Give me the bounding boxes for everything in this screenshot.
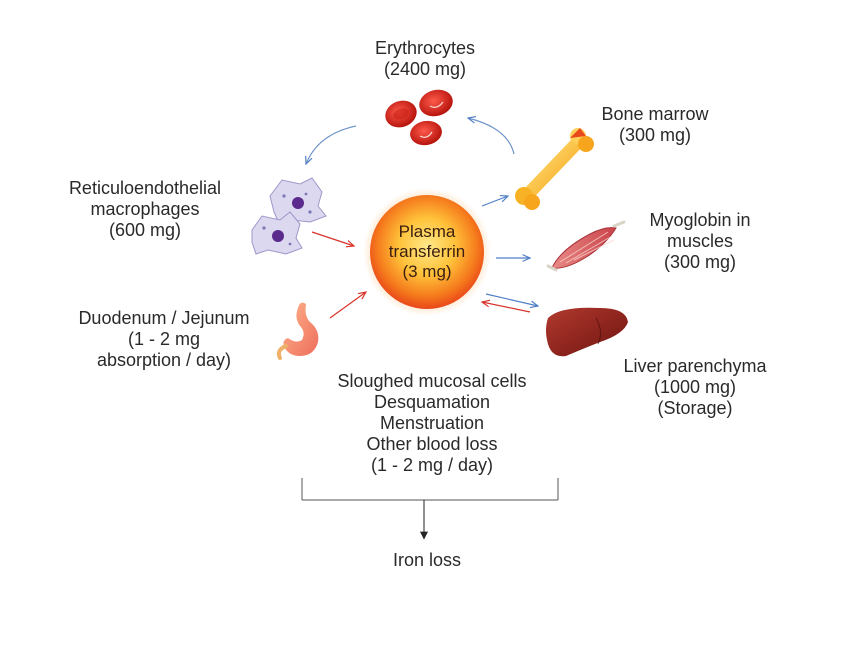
plasma-transferrin-sphere bbox=[363, 188, 491, 316]
arrow-duodenum-to-transferrin bbox=[329, 292, 366, 319]
erythrocytes-name: Erythrocytes bbox=[374, 38, 476, 58]
arrow-erythrocytes-to-macrophages bbox=[306, 125, 357, 164]
macrophages-amount: (600 mg) bbox=[108, 220, 182, 240]
liver-amount: (1000 mg) bbox=[653, 377, 737, 397]
duodenum-amount: (1 - 2 mg bbox=[127, 329, 201, 349]
arrow-transferrin-to-liver bbox=[485, 293, 538, 306]
myoglobin-amount: (300 mg) bbox=[663, 252, 737, 272]
plasma-transferrin-label: Plasma transferrin (3 mg) bbox=[367, 222, 487, 282]
erythrocytes-amount: (2400 mg) bbox=[383, 59, 467, 79]
liver-icon bbox=[546, 307, 628, 357]
center-line-1: Plasma bbox=[398, 222, 456, 241]
erythrocytes-label: Erythrocytes (2400 mg) bbox=[335, 38, 515, 80]
macrophages-icon bbox=[251, 177, 327, 255]
duodenum-label: Duodenum / Jejunum (1 - 2 mg absorption … bbox=[52, 308, 276, 371]
liver-name: Liver parenchyma bbox=[623, 356, 767, 376]
center-line-3: (3 mg) bbox=[402, 262, 452, 281]
myoglobin-name: Myoglobin in bbox=[649, 210, 751, 230]
bone-marrow-amount: (300 mg) bbox=[618, 125, 692, 145]
bone-marrow-label: Bone marrow (300 mg) bbox=[575, 104, 735, 146]
losses-label: Sloughed mucosal cells Desquamation Mens… bbox=[307, 371, 557, 476]
duodenum-rate: absorption / day) bbox=[96, 350, 232, 370]
macrophages-label: Reticuloendothelial macrophages (600 mg) bbox=[45, 178, 245, 241]
arrow-macrophages-to-transferrin bbox=[311, 231, 354, 246]
myoglobin-location: muscles bbox=[666, 231, 733, 251]
center-line-2: transferrin bbox=[388, 242, 466, 261]
loss-menstruation: Menstruation bbox=[379, 413, 485, 433]
liver-label: Liver parenchyma (1000 mg) (Storage) bbox=[595, 356, 795, 419]
arrow-transferrin-to-bone-marrow bbox=[481, 196, 508, 207]
arrow-liver-to-transferrin bbox=[482, 302, 531, 313]
bone-marrow-name: Bone marrow bbox=[601, 104, 709, 124]
loss-sloughed-cells: Sloughed mucosal cells bbox=[337, 371, 527, 391]
duodenum-name: Duodenum / Jejunum bbox=[78, 308, 250, 328]
iron-loss-label: Iron loss bbox=[357, 550, 497, 571]
macrophages-name-1: Reticuloendothelial bbox=[68, 178, 222, 198]
bone-icon bbox=[515, 128, 594, 210]
erythrocytes-icon bbox=[385, 89, 453, 146]
myoglobin-label: Myoglobin in muscles (300 mg) bbox=[620, 210, 780, 273]
macrophages-name-2: macrophages bbox=[90, 199, 200, 219]
iron-loss-text: Iron loss bbox=[392, 550, 462, 570]
muscle-icon bbox=[546, 220, 626, 272]
liver-note: (Storage) bbox=[657, 398, 733, 418]
iron-loss-bracket bbox=[301, 478, 559, 540]
stomach-icon bbox=[276, 302, 319, 360]
loss-rate: (1 - 2 mg / day) bbox=[370, 455, 494, 475]
loss-other-blood: Other blood loss bbox=[366, 434, 498, 454]
loss-desquamation: Desquamation bbox=[373, 392, 491, 412]
arrow-bone-marrow-to-erythrocytes bbox=[468, 118, 515, 155]
